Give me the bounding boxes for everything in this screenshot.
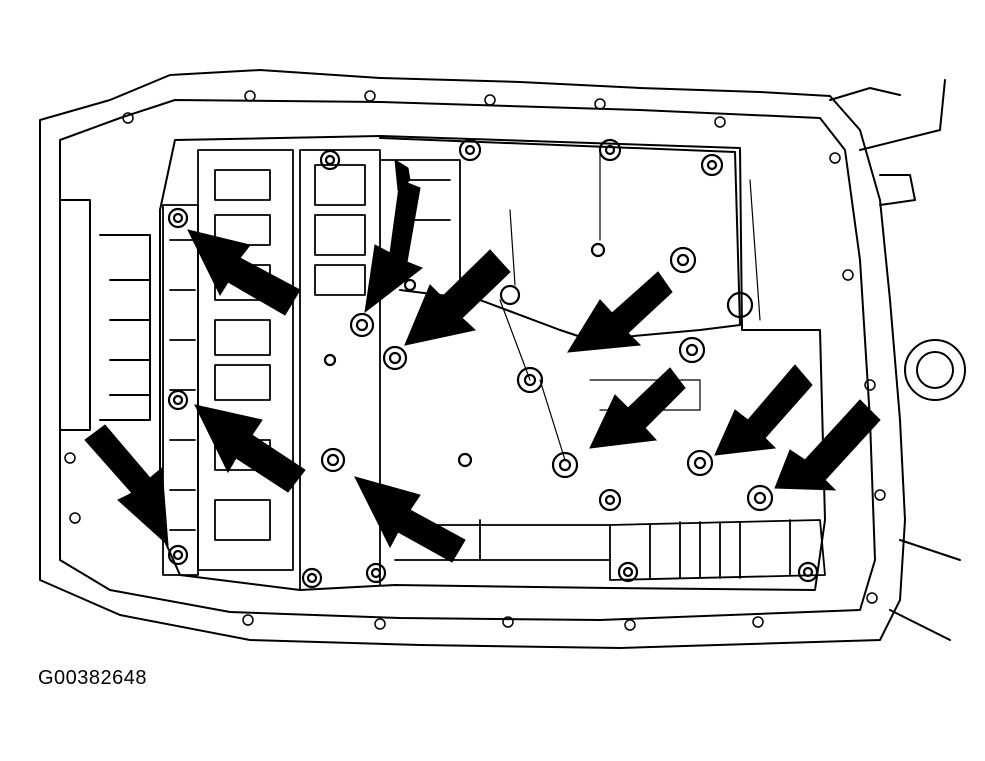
callout-arrow-4 xyxy=(567,271,673,353)
callout-arrow-3 xyxy=(404,249,511,346)
left-case-detail xyxy=(59,199,151,431)
passage-lines xyxy=(499,149,761,461)
case-bottom-right xyxy=(889,539,961,641)
output-shaft-boss xyxy=(904,339,966,401)
upper-plate xyxy=(379,137,741,341)
callout-arrow-5 xyxy=(589,367,686,449)
output-shaft-boss-inner xyxy=(916,351,954,389)
callout-arrow-7 xyxy=(774,399,881,491)
figure-id-label: G00382648 xyxy=(38,667,148,689)
solenoid-pack xyxy=(162,149,294,576)
callout-arrow-6 xyxy=(714,364,813,456)
flange-bolt-holes xyxy=(64,90,886,631)
case-right-boss xyxy=(829,79,946,206)
callout-arrow-11 xyxy=(394,159,411,191)
callout-arrow-9 xyxy=(354,476,466,563)
callout-arrow-10 xyxy=(84,424,169,547)
callout-arrow-2 xyxy=(364,179,423,314)
callout-arrow-8 xyxy=(194,404,306,493)
case-outer-flange xyxy=(39,69,906,649)
valve-body-bolts xyxy=(167,138,819,589)
lower-solenoid xyxy=(394,519,826,581)
case-inner-flange xyxy=(59,99,876,621)
callout-arrows xyxy=(84,159,881,563)
center-column xyxy=(299,149,461,591)
callout-arrow-1 xyxy=(187,229,301,316)
